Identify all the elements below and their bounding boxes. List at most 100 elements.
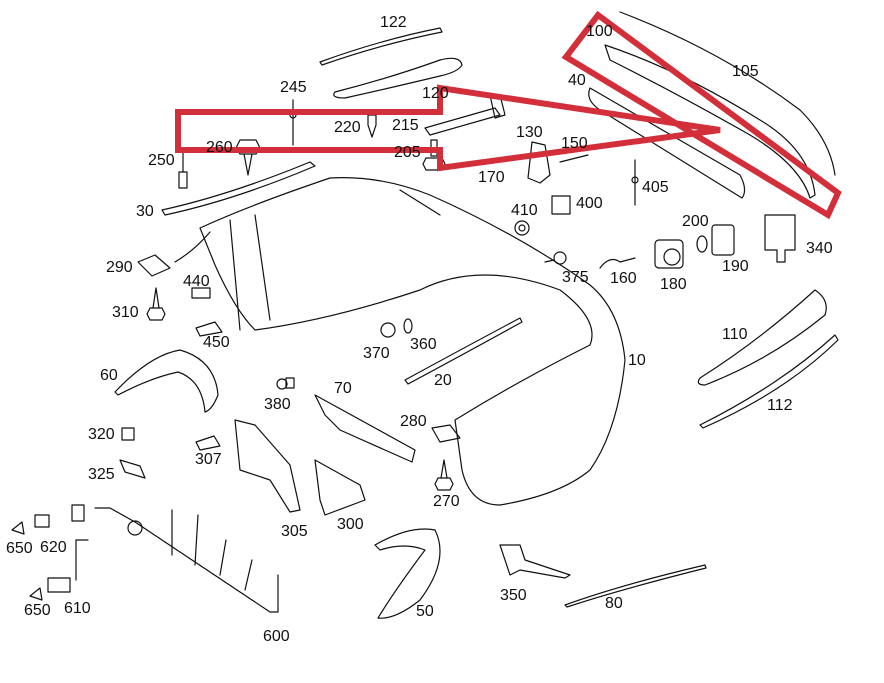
part-375-screw bbox=[544, 251, 567, 265]
part-450-pad bbox=[195, 321, 223, 337]
label-650-lower: 650 bbox=[24, 602, 51, 619]
label-180: 180 bbox=[660, 276, 687, 293]
label-200: 200 bbox=[682, 213, 709, 230]
label-80: 80 bbox=[605, 595, 623, 612]
part-40-strip bbox=[588, 87, 746, 199]
part-307-pad bbox=[195, 435, 221, 451]
label-170: 170 bbox=[478, 169, 505, 186]
part-20-strip bbox=[404, 317, 523, 385]
label-600: 600 bbox=[263, 628, 290, 645]
label-130: 130 bbox=[516, 124, 543, 141]
label-320: 320 bbox=[88, 426, 115, 443]
label-245: 245 bbox=[280, 79, 307, 96]
part-350-clip bbox=[499, 544, 571, 579]
label-220: 220 bbox=[334, 119, 361, 136]
part-260-screw bbox=[235, 139, 261, 176]
part-30-strip bbox=[161, 161, 316, 216]
label-305: 305 bbox=[281, 523, 308, 540]
label-30: 30 bbox=[136, 203, 154, 220]
part-130-clip bbox=[527, 141, 551, 184]
part-380-clip bbox=[276, 377, 295, 390]
part-320-clip bbox=[121, 427, 135, 441]
label-160: 160 bbox=[610, 270, 637, 287]
part-300-bracket bbox=[314, 459, 366, 516]
part-60-liner bbox=[114, 349, 219, 413]
part-150-strip bbox=[559, 154, 589, 163]
label-340: 340 bbox=[806, 240, 833, 257]
part-325-clip bbox=[119, 459, 146, 479]
label-400: 400 bbox=[576, 195, 603, 212]
part-650b-cap bbox=[29, 587, 43, 601]
part-600-harness bbox=[94, 507, 279, 613]
part-370-nut bbox=[380, 322, 396, 338]
part-400-clip bbox=[551, 195, 571, 215]
label-50: 50 bbox=[416, 603, 434, 620]
label-280: 280 bbox=[400, 413, 427, 430]
label-190: 190 bbox=[722, 258, 749, 275]
part-620-connector bbox=[34, 504, 85, 528]
label-112: 112 bbox=[767, 397, 793, 414]
label-215: 215 bbox=[392, 117, 419, 134]
label-450: 450 bbox=[203, 334, 230, 351]
part-410-grommet bbox=[514, 220, 530, 236]
part-440-clip bbox=[191, 287, 211, 299]
label-380: 380 bbox=[264, 396, 291, 413]
label-10: 10 bbox=[628, 352, 646, 369]
label-375: 375 bbox=[562, 269, 589, 286]
part-70-bracket bbox=[314, 394, 416, 463]
label-350: 350 bbox=[500, 587, 527, 604]
part-100-trim bbox=[604, 44, 816, 199]
label-70: 70 bbox=[334, 380, 352, 397]
label-120: 120 bbox=[422, 85, 449, 102]
part-110-moulding bbox=[697, 289, 827, 386]
part-360-washer bbox=[403, 318, 413, 334]
label-370: 370 bbox=[363, 345, 390, 362]
label-150: 150 bbox=[561, 135, 588, 152]
label-290: 290 bbox=[106, 259, 133, 276]
label-620: 620 bbox=[40, 539, 67, 556]
label-310: 310 bbox=[112, 304, 139, 321]
label-360: 360 bbox=[410, 336, 437, 353]
label-405: 405 bbox=[642, 179, 669, 196]
label-110: 110 bbox=[722, 326, 748, 343]
label-307: 307 bbox=[195, 451, 222, 468]
part-112-strip bbox=[699, 334, 839, 429]
part-220-clip bbox=[367, 114, 377, 138]
highlight-arrow bbox=[175, 84, 721, 172]
label-610: 610 bbox=[64, 600, 91, 617]
part-200-ring bbox=[696, 235, 708, 253]
part-190-cover bbox=[711, 224, 735, 256]
label-105: 105 bbox=[732, 63, 759, 80]
part-305-bracket bbox=[234, 419, 301, 513]
part-310-screw bbox=[146, 287, 166, 321]
label-325: 325 bbox=[88, 466, 115, 483]
label-270: 270 bbox=[433, 493, 460, 510]
label-260: 260 bbox=[206, 139, 233, 156]
part-245-pin bbox=[289, 99, 297, 146]
part-120-moulding bbox=[333, 57, 463, 99]
part-340-holder bbox=[764, 214, 796, 263]
label-440: 440 bbox=[183, 273, 210, 290]
label-100: 100 bbox=[586, 23, 613, 40]
part-80-strip bbox=[564, 564, 707, 608]
part-290-clip bbox=[137, 231, 211, 277]
part-270-screw bbox=[434, 459, 454, 491]
part-105-strip bbox=[619, 11, 836, 176]
label-20: 20 bbox=[434, 372, 452, 389]
part-122-trim-strip bbox=[319, 27, 443, 66]
label-650-upper: 650 bbox=[6, 540, 33, 557]
label-122: 122 bbox=[380, 14, 407, 31]
part-405-rivet bbox=[631, 159, 639, 206]
part-10-bumper bbox=[199, 177, 626, 506]
label-300: 300 bbox=[337, 516, 364, 533]
part-650a-cap bbox=[11, 521, 25, 535]
part-280-clip bbox=[431, 424, 461, 443]
part-180-sensor bbox=[654, 239, 684, 269]
label-250: 250 bbox=[148, 152, 175, 169]
highlight-box-100 bbox=[561, 10, 842, 220]
label-40: 40 bbox=[568, 72, 586, 89]
part-610-connector bbox=[47, 539, 89, 593]
part-250-pin bbox=[178, 149, 188, 189]
